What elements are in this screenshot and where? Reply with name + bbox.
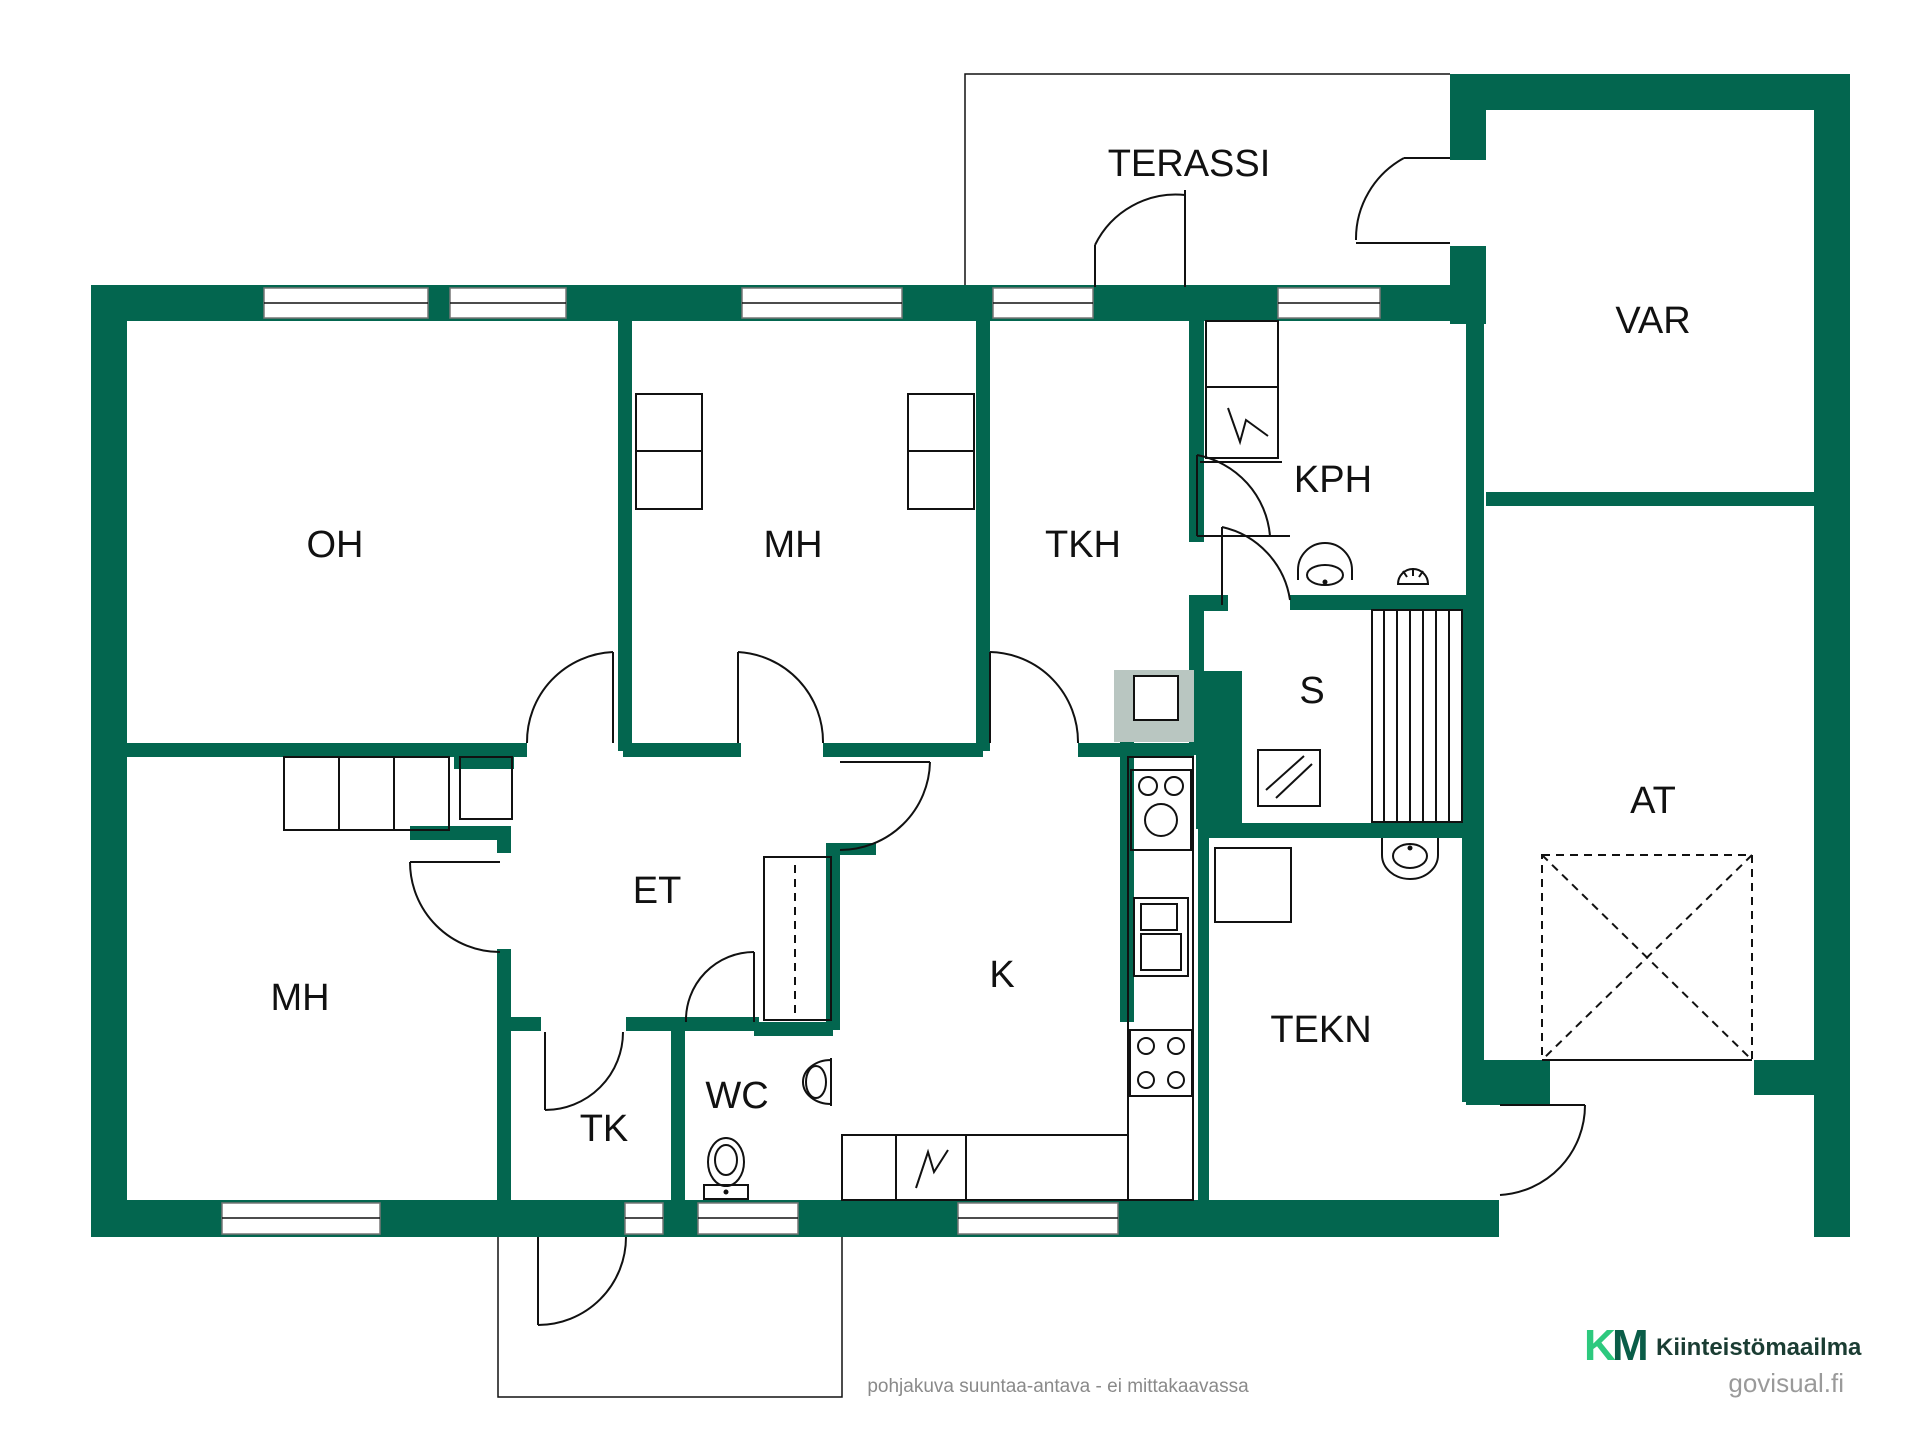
fixtures	[283, 320, 1753, 1201]
room-label-et: ET	[633, 870, 682, 912]
room-label-s: S	[1299, 670, 1324, 712]
stove-icon	[1130, 769, 1192, 851]
room-label-var: VAR	[1615, 300, 1690, 342]
room-label-tk: TK	[580, 1108, 629, 1150]
door-tkh	[989, 651, 1080, 744]
shower-icon	[1396, 568, 1430, 585]
door-tk	[544, 1031, 624, 1111]
terrace-outlines	[497, 73, 1450, 1398]
room-labels: TERASSI VAR OH MH TKH KPH S AT ET MH K T…	[270, 143, 1690, 1150]
lightning-icon	[915, 1148, 949, 1189]
logo-m: M	[1612, 1321, 1649, 1370]
door-kph	[1196, 454, 1290, 537]
room-label-mh-top: MH	[763, 524, 822, 566]
windows	[221, 287, 1381, 1235]
door-terrace	[1094, 190, 1186, 287]
room-label-wc: WC	[705, 1075, 768, 1117]
disclaimer-note: pohjakuva suuntaa-antava - ei mittakaava…	[867, 1376, 1249, 1397]
room-label-tkh: TKH	[1045, 524, 1121, 566]
door-k	[839, 761, 931, 851]
sink-icon	[1133, 897, 1189, 977]
logo-k: K	[1584, 1321, 1616, 1370]
walls	[91, 74, 1850, 1237]
door-oh	[525, 651, 614, 744]
toilet-icon	[703, 1137, 749, 1200]
sauna-bench-icon	[1371, 609, 1463, 823]
window	[957, 1202, 1119, 1235]
window	[741, 287, 903, 319]
window	[992, 287, 1094, 319]
window	[263, 287, 429, 319]
brand-name: Kiinteistömaailma	[1656, 1334, 1862, 1361]
window	[697, 1202, 799, 1235]
door-tekn	[1499, 1104, 1587, 1196]
stove-icon	[1129, 1029, 1193, 1097]
sink-icon	[1297, 542, 1353, 586]
window	[624, 1202, 664, 1235]
room-label-k: K	[989, 954, 1014, 996]
door-s	[1221, 526, 1291, 605]
credit-link[interactable]: govisual.fi	[1728, 1368, 1844, 1398]
brand-logo: K M Kiinteistömaailma	[1584, 1321, 1862, 1370]
window	[449, 287, 567, 319]
sink-icon	[802, 1058, 832, 1106]
door-mh-left	[409, 861, 501, 953]
doors	[409, 157, 1587, 1326]
room-label-oh: OH	[307, 524, 364, 566]
door-mh-top	[737, 651, 825, 744]
door-entrance	[537, 1236, 627, 1326]
room-label-terassi: TERASSI	[1108, 143, 1271, 185]
room-label-at: AT	[1630, 780, 1676, 822]
door-var	[1354, 157, 1450, 244]
room-label-tekn: TEKN	[1270, 1009, 1371, 1051]
fireplace-icon	[1114, 670, 1194, 742]
window	[1277, 287, 1381, 319]
room-label-mh-left: MH	[270, 977, 329, 1019]
room-label-kph: KPH	[1294, 459, 1372, 501]
window	[221, 1202, 381, 1235]
sink-icon	[1381, 838, 1439, 880]
door-wc	[684, 951, 755, 1023]
lightning-icon	[1227, 407, 1269, 446]
